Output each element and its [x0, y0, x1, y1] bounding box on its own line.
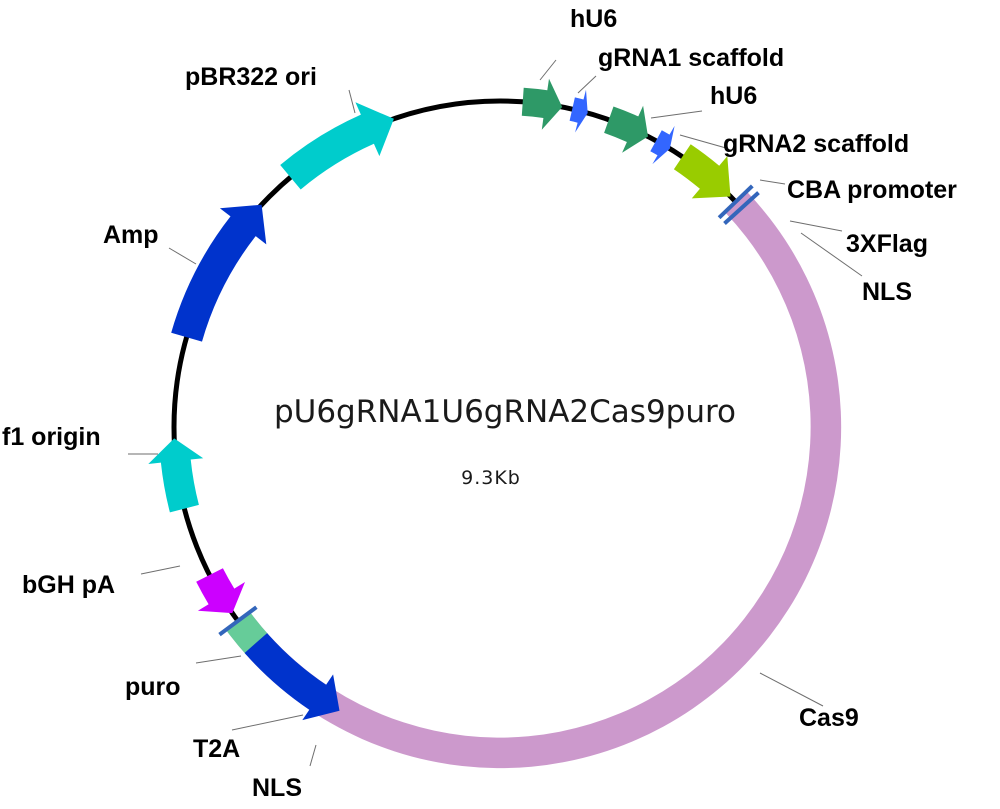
label-hu6-1: hU6 — [570, 5, 617, 33]
leader-pbr322-ori — [348, 89, 356, 114]
flag-tick — [717, 184, 754, 220]
f1-origin-arrow — [148, 438, 204, 513]
label-hu6-2: hU6 — [710, 82, 757, 110]
label-amp: Amp — [103, 221, 159, 249]
label-3xflag: 3XFlag — [846, 230, 928, 258]
cba-promoter-arrow — [673, 144, 731, 199]
leader-nls-bottom — [309, 744, 317, 767]
leader-t2a — [231, 714, 304, 731]
label-t2a: T2A — [193, 735, 240, 763]
label-puro: puro — [125, 673, 181, 701]
plasmid-size: 9.3Kb — [461, 467, 521, 489]
leader-3xflag — [789, 220, 843, 232]
grna2-scaffold-arrow — [650, 125, 675, 165]
cas9-segment — [227, 192, 842, 769]
label-cba-promoter: CBA promoter — [787, 176, 957, 204]
feature-layer — [148, 78, 842, 769]
leader-amp — [168, 247, 197, 265]
label-cas9: Cas9 — [799, 704, 859, 732]
plasmid-name: pU6gRNA1U6gRNA2Cas9puro — [274, 394, 736, 430]
leader-grna1-scaffold — [577, 75, 597, 94]
leader-nls-top — [800, 232, 863, 277]
bgh-pa-arrow — [196, 568, 245, 614]
label-grna1-scaffold: gRNA1 scaffold — [598, 44, 784, 72]
label-bgh-pa: bGH pA — [22, 571, 115, 599]
hu6-1-arrow — [521, 78, 563, 130]
leader-hu6-1 — [539, 59, 557, 81]
label-grna2-scaffold: gRNA2 scaffold — [723, 130, 909, 158]
label-nls-bottom: NLS — [252, 774, 302, 802]
label-pbr322-ori: pBR322 ori — [185, 63, 317, 91]
grna1-scaffold-arrow — [569, 89, 588, 133]
nls-bottom-tick — [218, 605, 258, 637]
leader-puro — [195, 655, 242, 664]
leader-grna2-scaffold — [679, 134, 727, 149]
leader-bgh-pa — [140, 565, 181, 575]
leader-cas9 — [759, 672, 824, 707]
label-f1-origin: f1 origin — [2, 423, 101, 451]
leader-lines — [128, 59, 863, 767]
nls-top-tick — [723, 191, 760, 225]
leader-cba-promoter — [759, 179, 786, 185]
pbr322-ori-arrow — [280, 102, 394, 190]
label-nls-top: NLS — [862, 278, 912, 306]
hu6-2-arrow — [604, 105, 648, 153]
puro-arrow — [244, 633, 340, 721]
amp-arrow — [171, 204, 267, 342]
leader-hu6-2 — [650, 110, 703, 119]
